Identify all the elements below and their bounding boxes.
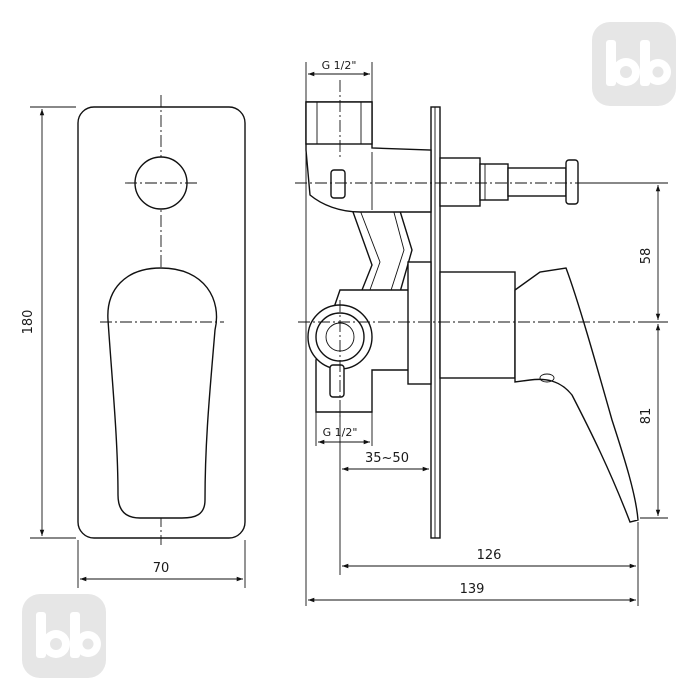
install-depth-label: 35~50: [365, 451, 409, 466]
top-inlet-port: [305, 101, 373, 145]
dim-handle-drop: 81: [639, 324, 668, 519]
cartridge-flange: [407, 261, 432, 385]
cartridge-nut: [439, 271, 516, 379]
side-view: [295, 80, 665, 539]
upper-slot: [330, 169, 346, 199]
dim-handle-rise: 58: [578, 182, 668, 323]
watermark-logo-bottom: [22, 594, 106, 678]
lever-handle-front: [107, 267, 218, 519]
lower-slot: [329, 364, 345, 398]
front-width-label: 70: [153, 561, 170, 576]
dim-front-width: 70: [77, 540, 246, 588]
thread-top-label: G 1/2": [322, 59, 357, 72]
upper-outlet-pipe: [507, 167, 567, 197]
front-height-label: 180: [21, 310, 36, 335]
dim-overall-depth: 139: [305, 144, 636, 606]
dim-thread-top: G 1/2": [305, 59, 373, 102]
front-view: [77, 95, 246, 545]
handle-rise-label: 58: [639, 248, 654, 265]
reach-label: 126: [477, 548, 502, 563]
wall-plate: [430, 106, 441, 539]
dim-reach: 126: [342, 522, 639, 606]
dim-front-height: 180: [21, 106, 76, 539]
dim-thread-bottom: G 1/2": [315, 412, 373, 446]
dim-install-depth: 35~50: [339, 412, 429, 575]
watermark-logo-top: [592, 22, 676, 106]
handle-drop-label: 81: [639, 408, 654, 425]
lever-handle-side: [514, 267, 639, 523]
overall-depth-label: 139: [460, 582, 485, 597]
upper-outlet-cap: [565, 159, 579, 205]
